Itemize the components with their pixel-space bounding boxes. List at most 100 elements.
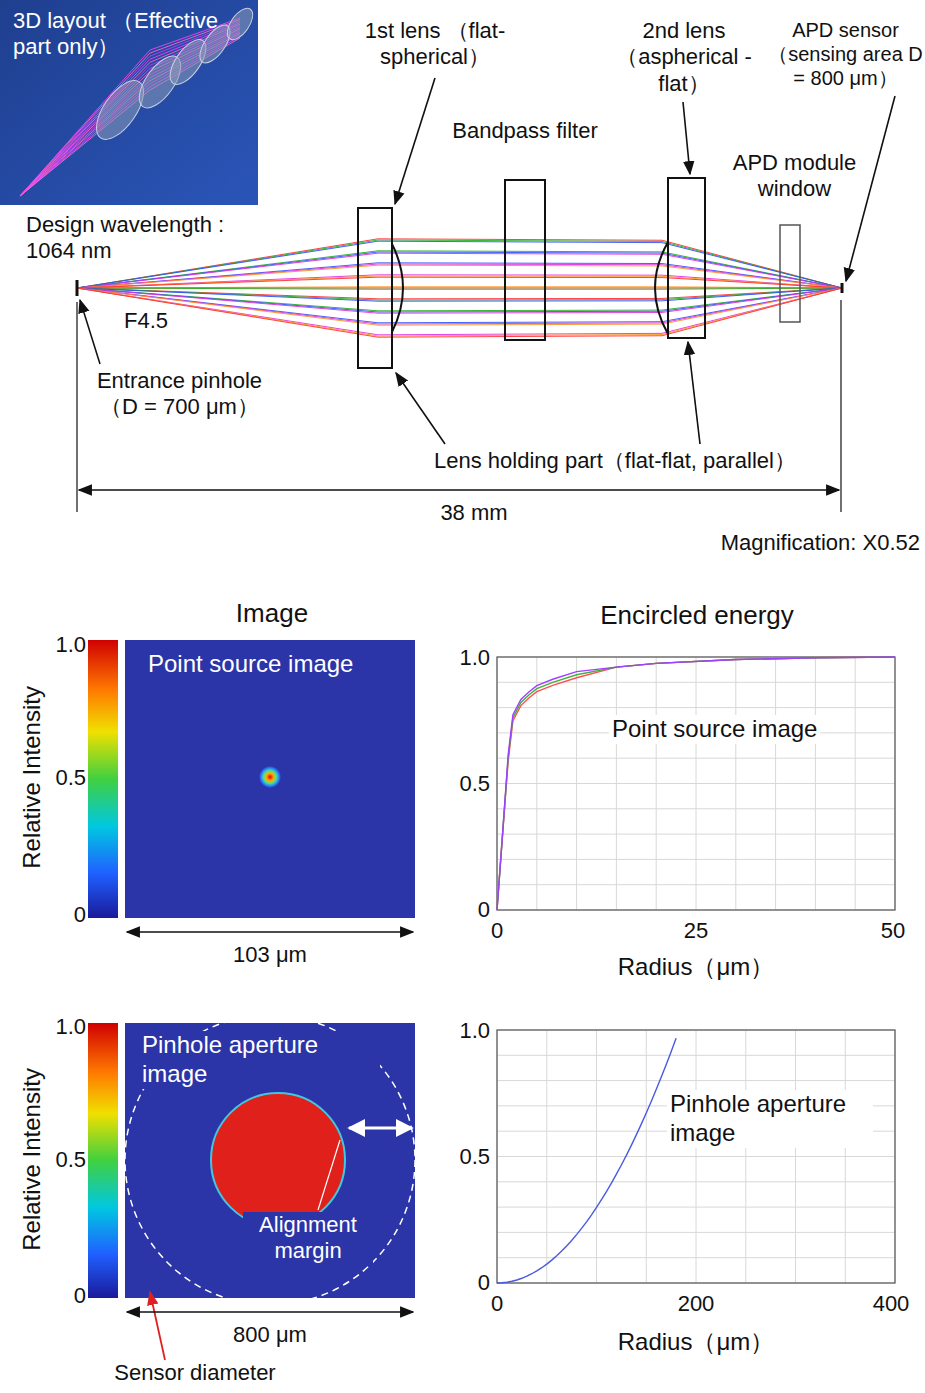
text-label: Bandpass filter: [425, 118, 625, 144]
image-panel: [125, 640, 415, 918]
ray: [77, 288, 842, 289]
panel-title: 3D layout （Effective part only）: [10, 8, 246, 61]
text-label: 0.5: [48, 1147, 86, 1173]
text-label: 0: [440, 897, 490, 923]
leader-arrow: [688, 342, 700, 444]
grid-line: [497, 1156, 895, 1157]
width-arrow: [127, 1311, 413, 1313]
ray-bundle: [77, 239, 842, 337]
ray: [77, 251, 842, 288]
text-label: Magnification: X0.52: [620, 530, 920, 556]
text-label: 0.5: [440, 771, 490, 797]
panel-title: Pinhole aperture image: [139, 1031, 380, 1089]
dimension-extension: [76, 302, 77, 512]
text-label: Encircled energy: [567, 600, 827, 631]
text-label: 800 μm: [205, 1322, 335, 1348]
text-label: Design wavelength : 1064 nm: [26, 212, 256, 265]
ray: [77, 252, 842, 288]
text-label: 0: [440, 1270, 490, 1296]
text-label: 103 μm: [205, 942, 335, 968]
grid-line: [497, 808, 895, 809]
chart-panel: Pinhole aperture image: [497, 1030, 895, 1283]
dimension-line: [79, 489, 839, 491]
inset-panel: 3D layout （Effective part only）: [0, 0, 258, 205]
text-label: 1.0: [440, 645, 490, 671]
point-spot: [259, 766, 281, 788]
pinhole-mark: [76, 280, 79, 296]
text-label: 25: [671, 918, 721, 944]
text-label: Radius（μm）: [586, 953, 806, 982]
text-label: 0.5: [48, 765, 86, 791]
image-panel: [125, 1023, 415, 1298]
grid-line: [497, 834, 895, 835]
ray: [77, 288, 842, 289]
lens-holder: [668, 178, 705, 338]
text-label: APD module window: [722, 150, 867, 203]
inset-lens: [222, 4, 257, 44]
axis-title: Relative Intensity: [18, 662, 47, 892]
leader-lines: [77, 78, 895, 512]
grid-line: [497, 1207, 895, 1208]
lens-surface: [655, 242, 668, 334]
energy-curve: [497, 657, 895, 910]
ray: [77, 288, 842, 300]
text-label: 1.0: [440, 1018, 490, 1044]
text-label: Entrance pinhole （D = 700 μm）: [82, 368, 277, 421]
grid-line: [497, 1055, 895, 1056]
sensor-leader: [150, 1292, 165, 1360]
grid-line: [497, 1232, 895, 1233]
plot-frame: [497, 657, 895, 910]
grid-line: [497, 758, 895, 759]
encircled-energy-chart: [497, 1030, 895, 1283]
leader-arrow: [396, 373, 445, 444]
image-panel: Point source image: [125, 640, 415, 918]
text-label: Image: [207, 598, 337, 629]
leader-arrow: [395, 78, 435, 204]
ray: [77, 276, 842, 288]
ray: [77, 265, 842, 288]
energy-curve: [497, 657, 895, 910]
grid-line: [497, 1257, 895, 1258]
text-label: Sensor diameter: [95, 1360, 295, 1386]
ray: [77, 288, 842, 301]
text-label: 1.0: [48, 632, 86, 658]
lens-holder: [358, 208, 392, 368]
ray: [77, 288, 842, 311]
leader-arrow: [846, 96, 895, 281]
ray: [77, 287, 842, 288]
leader-arrow: [80, 300, 100, 364]
panel-title: Point source image: [609, 715, 820, 744]
text-label: 2nd lens （aspherical -flat）: [613, 18, 755, 97]
ray: [77, 241, 842, 288]
lens-surface: [392, 244, 403, 332]
filter-outline: [505, 180, 545, 340]
text-label: APD sensor （sensing area D = 800 μm）: [768, 18, 923, 90]
inset-background: [0, 0, 258, 205]
grid-line: [497, 884, 895, 885]
plot-frame: [497, 1030, 895, 1283]
ray: [77, 288, 842, 335]
grid-line: [497, 682, 895, 683]
ray: [77, 288, 842, 312]
grid-line: [497, 1080, 895, 1081]
ray: [77, 240, 842, 288]
text-label: F4.5: [118, 308, 174, 334]
leader-arrow: [683, 102, 690, 174]
pinhole-image: [211, 1093, 345, 1227]
sensor-circle: [125, 1015, 415, 1305]
text-label: 38 mm: [419, 500, 529, 526]
window-outline: [780, 225, 800, 322]
ray: [77, 239, 842, 288]
text-label: 1st lens （flat-spherical）: [335, 18, 535, 71]
grid-line: [497, 1181, 895, 1182]
chart-panel: Point source image: [497, 657, 895, 910]
ray: [77, 277, 842, 288]
energy-curve: [497, 1038, 676, 1283]
text-label: Lens holding part（flat-flat, parallel）: [400, 448, 830, 474]
ray: [77, 253, 842, 288]
ray: [77, 288, 842, 336]
text-label: 0: [48, 902, 86, 928]
ray: [77, 264, 842, 288]
